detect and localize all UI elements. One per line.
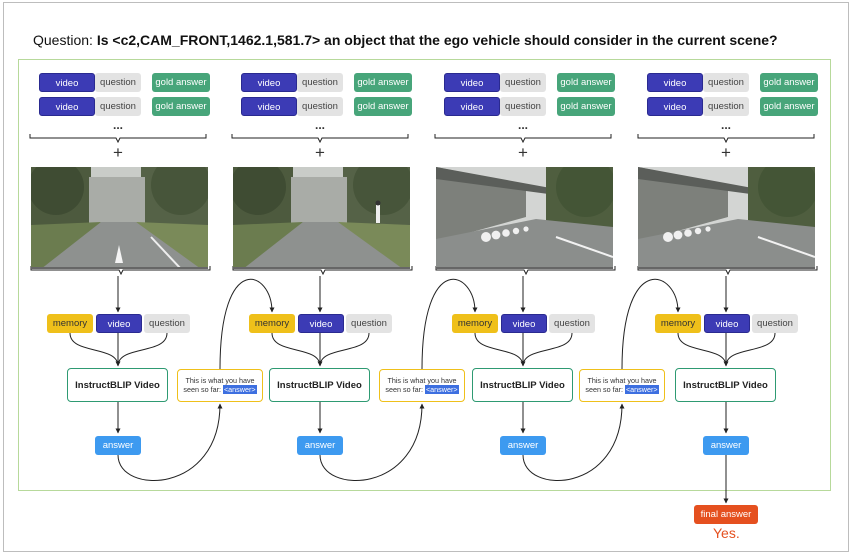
column-2-examples-brace <box>231 134 409 144</box>
column-1-memory-chip: memory <box>47 314 93 333</box>
column-3-example-gold-answer-chip: gold answer <box>557 73 615 92</box>
column-1-instructblip-model: InstructBLIP Video <box>67 368 168 402</box>
column-3-instructblip-model: InstructBLIP Video <box>472 368 573 402</box>
column-2-example-gold-answer-chip: gold answer <box>354 97 412 116</box>
column-2-example-question-chip: question <box>297 73 343 92</box>
column-1-frame-brace <box>30 266 211 276</box>
column-1-ellipsis: ... <box>112 118 123 132</box>
column-4-example-question-chip: question <box>703 97 749 116</box>
column-2-memory-to-next-wire <box>421 278 478 370</box>
column-4-plus: + <box>721 143 731 162</box>
column-4-frame-brace <box>637 266 818 276</box>
column-1-memory-prompt-box: This is what you have seen so far: <answ… <box>177 369 263 402</box>
column-3-video-frame <box>436 167 613 269</box>
column-1-memory-prompt-placeholder: <answer> <box>222 385 257 394</box>
column-2-video-chip: video <box>298 314 344 333</box>
column-2-answer-to-memory-wire <box>319 403 425 481</box>
column-1-memory-to-next-wire <box>219 278 275 370</box>
column-3-video-chip: video <box>501 314 547 333</box>
column-3-example-video-chip: video <box>444 73 500 92</box>
column-3-memory-to-model-wire <box>474 332 526 367</box>
final-answer-value: Yes. <box>713 525 740 541</box>
column-1-video-chip: video <box>96 314 142 333</box>
column-4-examples-brace <box>637 134 815 144</box>
column-3-question-chip: question <box>549 314 595 333</box>
column-1-examples-brace <box>29 134 207 144</box>
column-2-question-chip: question <box>346 314 392 333</box>
column-4-example-video-chip: video <box>647 97 703 116</box>
column-2-memory-to-model-wire <box>271 332 323 367</box>
column-3-question-to-model-wire <box>522 332 573 367</box>
column-1-video-frame <box>31 167 208 269</box>
column-2-frame-brace <box>232 266 413 276</box>
column-1-plus: + <box>113 143 123 162</box>
figure-frame <box>3 2 849 552</box>
column-3-example-question-chip: question <box>500 97 546 116</box>
column-2-example-question-chip: question <box>297 97 343 116</box>
column-3-memory-prompt-box: This is what you have seen so far: <answ… <box>579 369 665 402</box>
column-2-example-video-chip: video <box>241 97 297 116</box>
column-4-question-chip: question <box>752 314 798 333</box>
column-3-example-question-chip: question <box>500 73 546 92</box>
column-1-answer-chip: answer <box>95 436 141 455</box>
column-2-memory-prompt-placeholder: <answer> <box>424 385 459 394</box>
column-4-example-video-chip: video <box>647 73 703 92</box>
column-1-question-chip: question <box>144 314 190 333</box>
column-3-examples-brace <box>434 134 612 144</box>
column-1-example-question-chip: question <box>95 73 141 92</box>
column-4-memory-to-model-wire <box>677 332 729 367</box>
column-4-instructblip-model: InstructBLIP Video <box>675 368 776 402</box>
column-2-question-to-model-wire <box>319 332 370 367</box>
column-2-ellipsis: ... <box>314 118 325 132</box>
column-4-example-question-chip: question <box>703 73 749 92</box>
column-2-instructblip-model: InstructBLIP Video <box>269 368 370 402</box>
column-4-memory-chip: memory <box>655 314 701 333</box>
column-2-example-video-chip: video <box>241 73 297 92</box>
column-1-answer-to-memory-wire <box>117 403 223 481</box>
column-2-plus: + <box>315 143 325 162</box>
column-1-question-to-model-wire <box>117 332 168 367</box>
column-1-memory-to-model-wire <box>69 332 121 367</box>
column-2-example-gold-answer-chip: gold answer <box>354 73 412 92</box>
column-4-ellipsis: ... <box>720 118 731 132</box>
column-2-memory-chip: memory <box>249 314 295 333</box>
column-4-example-gold-answer-chip: gold answer <box>760 73 818 92</box>
column-1-example-gold-answer-chip: gold answer <box>152 73 210 92</box>
column-3-memory-prompt-placeholder: <answer> <box>624 385 659 394</box>
column-4-answer-chip: answer <box>703 436 749 455</box>
column-3-answer-to-memory-wire <box>522 403 625 481</box>
column-3-memory-prompt-text: This is what you have seen so far: <box>585 376 657 394</box>
column-3-example-gold-answer-chip: gold answer <box>557 97 615 116</box>
column-2-video-frame <box>233 167 410 269</box>
column-3-answer-chip: answer <box>500 436 546 455</box>
column-2-memory-prompt-box: This is what you have seen so far: <answ… <box>379 369 465 402</box>
final-answer-chip: final answer <box>694 505 758 524</box>
column-3-frame-brace <box>435 266 616 276</box>
column-4-question-to-model-wire <box>725 332 776 367</box>
question-prefix: Question: <box>33 32 93 48</box>
column-3-memory-to-next-wire <box>621 278 681 370</box>
column-3-example-video-chip: video <box>444 97 500 116</box>
column-1-example-question-chip: question <box>95 97 141 116</box>
pipeline-container <box>18 59 831 491</box>
column-2-memory-prompt-text: This is what you have seen so far: <box>385 376 457 394</box>
column-1-memory-prompt-text: This is what you have seen so far: <box>183 376 255 394</box>
question-text: Is <c2,CAM_FRONT,1462.1,581.7> an object… <box>96 32 778 48</box>
column-3-memory-chip: memory <box>452 314 498 333</box>
column-3-ellipsis: ... <box>517 118 528 132</box>
column-3-plus: + <box>518 143 528 162</box>
column-1-example-gold-answer-chip: gold answer <box>152 97 210 116</box>
column-1-example-video-chip: video <box>39 97 95 116</box>
column-2-answer-chip: answer <box>297 436 343 455</box>
column-4-example-gold-answer-chip: gold answer <box>760 97 818 116</box>
column-4-video-frame <box>638 167 815 269</box>
column-4-video-chip: video <box>704 314 750 333</box>
question-line: Question: Is <c2,CAM_FRONT,1462.1,581.7>… <box>33 32 778 48</box>
column-1-example-video-chip: video <box>39 73 95 92</box>
